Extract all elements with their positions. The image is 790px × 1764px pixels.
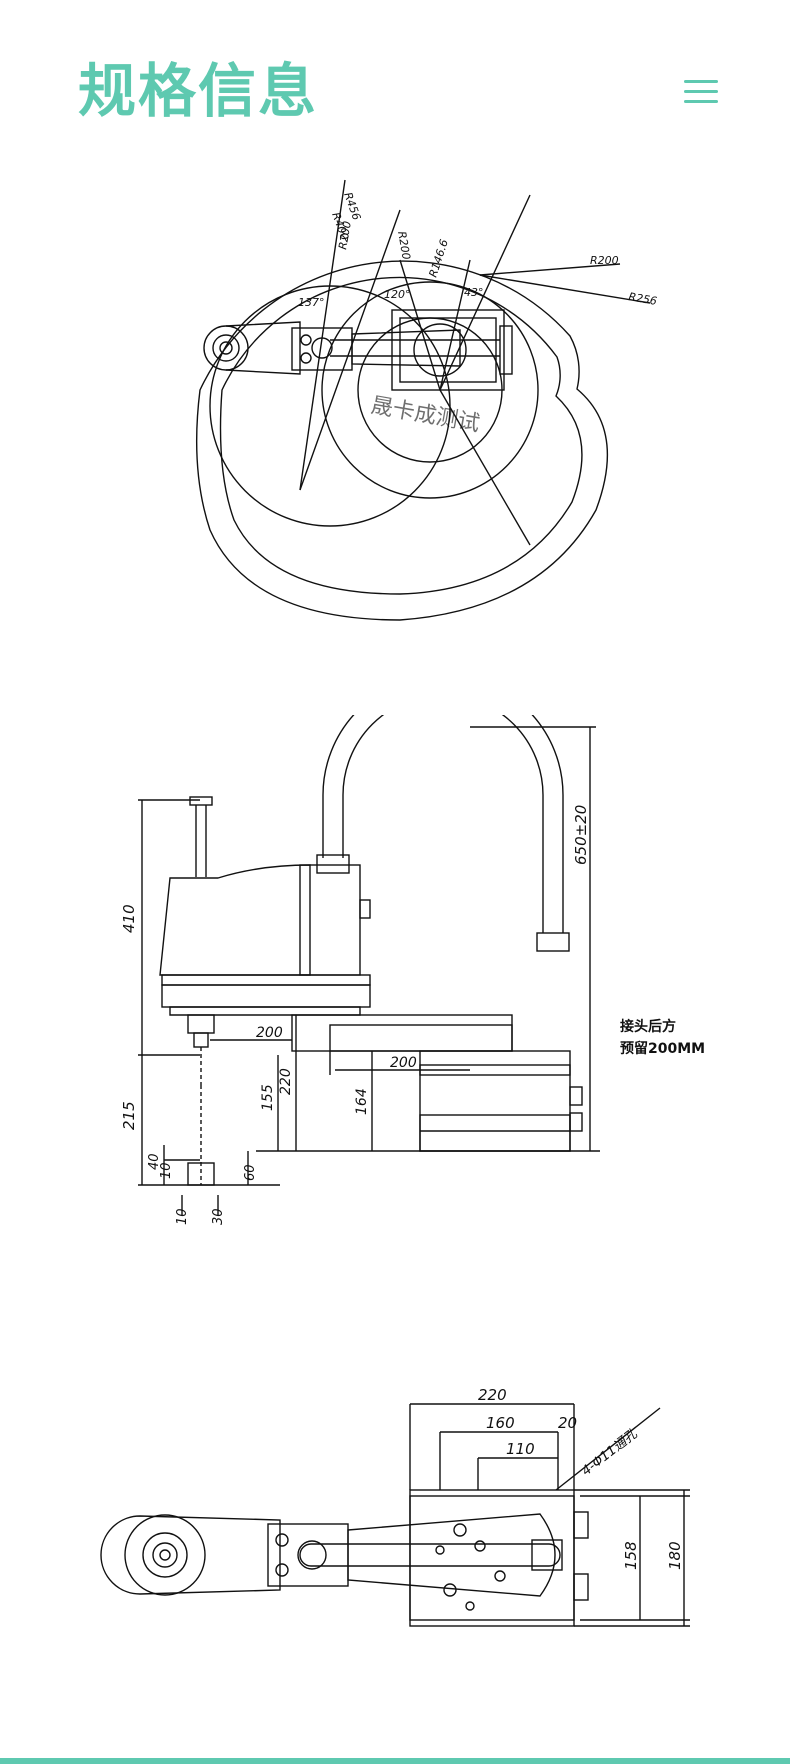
- dim-200-upper: 200: [256, 1025, 283, 1041]
- dim-410: 410: [120, 904, 138, 933]
- dim-215: 215: [120, 1101, 138, 1130]
- dim-angle-43: 43°: [464, 286, 484, 299]
- hole-note: 4-Φ11通孔: [579, 1426, 641, 1479]
- footer-accent-bar: [0, 1758, 790, 1764]
- dim-220: 220: [278, 1068, 294, 1095]
- dim-r200-c: R200: [590, 254, 619, 267]
- outer-envelope: [195, 260, 608, 621]
- dim-angle-137: 137°: [298, 296, 325, 309]
- dim-40: 40: [147, 1153, 162, 1170]
- dim-180-base: 180: [666, 1541, 684, 1570]
- dim-160-base: 160: [486, 1414, 515, 1432]
- side-view-drawing: 410 215 40 10 10 30 60 155 220 164 200 2…: [0, 715, 790, 1255]
- dim-158-base: 158: [622, 1541, 640, 1570]
- inner-envelope: [219, 276, 583, 595]
- connector-note-line2: 预留200MM: [620, 1040, 705, 1057]
- connector-note-line1: 接头后方: [620, 1018, 676, 1035]
- dim-r200-b: R200: [395, 230, 413, 260]
- dim-10-b: 10: [175, 1208, 190, 1225]
- base-view-drawing: 220 160 20 110 158 180 4-Φ11通孔: [0, 1380, 790, 1640]
- dim-200-lower: 200: [390, 1055, 417, 1071]
- dim-r200-a: R200: [336, 220, 354, 250]
- dim-30: 30: [211, 1208, 226, 1225]
- menu-button[interactable]: [684, 80, 718, 110]
- dim-155: 155: [260, 1084, 276, 1111]
- watermark-text: 晟卡成测试: [369, 393, 482, 437]
- dim-r256: R256: [627, 290, 657, 308]
- dim-110-base: 110: [506, 1440, 535, 1458]
- dim-650: 650±20: [572, 805, 590, 865]
- dim-220-base: 220: [478, 1386, 507, 1404]
- top-view-drawing: R456 R400 R200 R200 R146.6 R200 R256 137…: [0, 150, 790, 630]
- dim-60: 60: [243, 1164, 258, 1181]
- page-title: 规格信息: [78, 57, 319, 125]
- dim-angle-120: 120°: [384, 288, 411, 301]
- dim-r146-6: R146.6: [426, 238, 450, 279]
- dim-164: 164: [354, 1088, 370, 1115]
- dim-20-base: 20: [558, 1414, 577, 1432]
- dim-10-a: 10: [159, 1162, 174, 1179]
